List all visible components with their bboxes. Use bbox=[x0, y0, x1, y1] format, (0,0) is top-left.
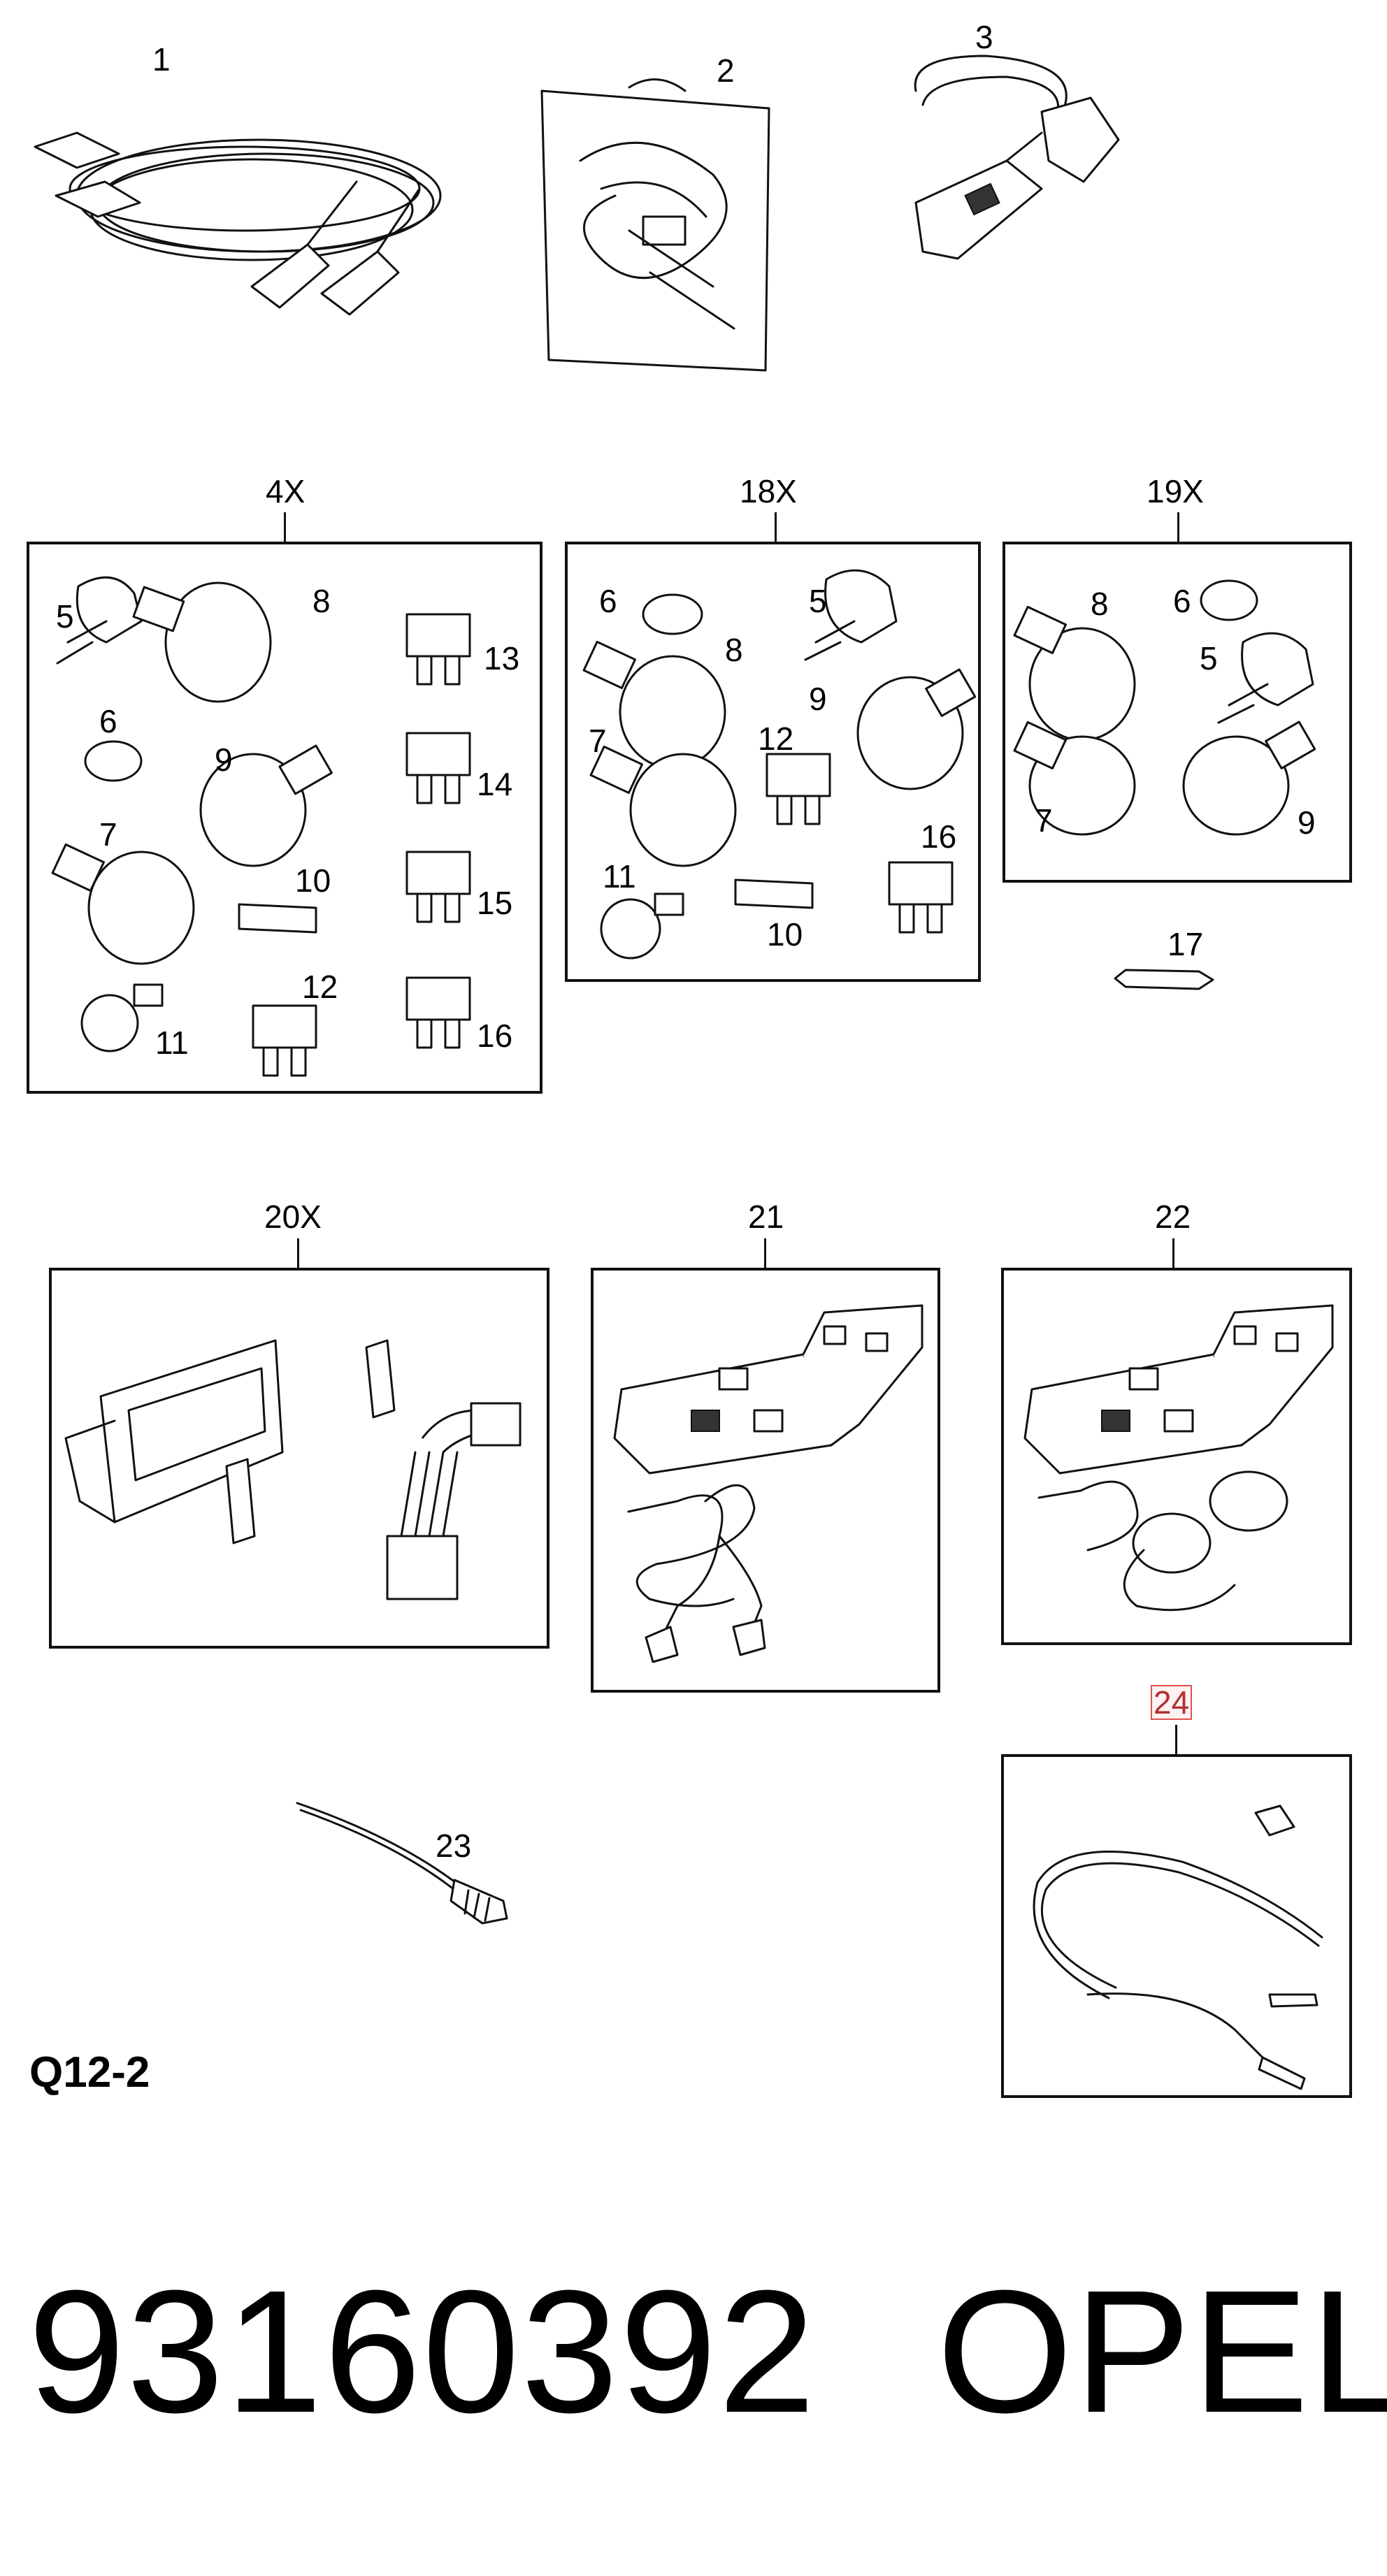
part-9-label[interactable]: 9 bbox=[809, 681, 827, 717]
part-5-label[interactable]: 5 bbox=[809, 583, 827, 619]
bag-kit-illustration bbox=[538, 77, 776, 370]
part-6-label[interactable]: 6 bbox=[599, 583, 617, 619]
part-5-label[interactable]: 5 bbox=[56, 598, 74, 635]
group-4x-box[interactable]: 5 8 13 6 9 14 7 10 15 11 12 16 bbox=[27, 542, 542, 1094]
headphones-kit-22-illustration bbox=[1004, 1271, 1349, 1642]
brand-name: OPEL bbox=[937, 2254, 1387, 2449]
part-6-label[interactable]: 6 bbox=[1173, 583, 1191, 619]
part-8-label[interactable]: 8 bbox=[1091, 586, 1109, 622]
group-24-leader bbox=[1175, 1725, 1177, 1754]
part-9-label[interactable]: 9 bbox=[1298, 804, 1316, 841]
item-23-label[interactable]: 23 bbox=[436, 1828, 472, 1864]
group-22-box[interactable] bbox=[1001, 1268, 1352, 1645]
part-5-label[interactable]: 5 bbox=[1200, 640, 1218, 676]
group-21-leader bbox=[764, 1238, 766, 1268]
item-1-label[interactable]: 1 bbox=[152, 41, 171, 78]
item-2-label[interactable]: 2 bbox=[717, 52, 735, 89]
group-18x-parts-illustration bbox=[568, 544, 978, 979]
group-21-label[interactable]: 21 bbox=[748, 1199, 784, 1235]
group-18x-box[interactable]: 6 5 8 7 9 12 11 16 10 bbox=[565, 542, 981, 982]
section-code: Q12-2 bbox=[29, 2048, 150, 2097]
antenna-cable-23-illustration bbox=[294, 1789, 531, 1929]
reversing-aid-illustration bbox=[902, 49, 1133, 273]
part-16-label[interactable]: 16 bbox=[921, 818, 957, 855]
group-19x-label[interactable]: 19X bbox=[1147, 473, 1204, 509]
part-6-label[interactable]: 6 bbox=[99, 703, 117, 739]
part-7-label[interactable]: 7 bbox=[99, 816, 117, 853]
part-13-label[interactable]: 13 bbox=[484, 640, 520, 676]
item-3-label[interactable]: 3 bbox=[975, 19, 993, 55]
part-7-label[interactable]: 7 bbox=[1035, 802, 1053, 839]
part-10-label[interactable]: 10 bbox=[767, 916, 803, 953]
part-7-label[interactable]: 7 bbox=[589, 723, 607, 759]
part-16-label[interactable]: 16 bbox=[477, 1018, 513, 1054]
group-24-label[interactable]: 24 bbox=[1150, 1684, 1193, 1721]
group-20x-box[interactable] bbox=[49, 1268, 549, 1649]
part-8-label[interactable]: 8 bbox=[725, 632, 743, 668]
group-22-leader bbox=[1172, 1238, 1174, 1268]
part-number: 93160392 bbox=[28, 2254, 817, 2449]
group-18x-label[interactable]: 18X bbox=[740, 473, 797, 509]
group-18x-leader bbox=[775, 512, 777, 542]
part-12-label[interactable]: 12 bbox=[302, 969, 338, 1005]
part-12-label[interactable]: 12 bbox=[758, 721, 794, 757]
group-21-box[interactable] bbox=[591, 1268, 940, 1693]
part-9-label[interactable]: 9 bbox=[215, 741, 233, 778]
part-14-label[interactable]: 14 bbox=[477, 766, 513, 802]
item-17-label[interactable]: 17 bbox=[1167, 926, 1204, 962]
group-20x-leader bbox=[297, 1238, 299, 1268]
group-4x-label[interactable]: 4X bbox=[266, 473, 306, 509]
part-15-label[interactable]: 15 bbox=[477, 885, 513, 921]
jumper-cables-illustration bbox=[28, 105, 447, 328]
part-11-label[interactable]: 11 bbox=[603, 858, 636, 895]
part-11-label[interactable]: 11 bbox=[155, 1025, 189, 1061]
group-19x-parts-illustration bbox=[1005, 544, 1349, 880]
radio-mount-kit-illustration bbox=[52, 1271, 547, 1646]
group-22-label[interactable]: 22 bbox=[1155, 1199, 1191, 1235]
audio-cable-24-illustration bbox=[1004, 1757, 1349, 2095]
group-4x-parts-illustration bbox=[29, 544, 540, 1091]
group-20x-label[interactable]: 20X bbox=[264, 1199, 322, 1235]
part-8-label[interactable]: 8 bbox=[312, 583, 331, 619]
group-24-box[interactable] bbox=[1001, 1754, 1352, 2098]
group-19x-box[interactable]: 8 6 5 7 9 bbox=[1002, 542, 1352, 883]
headphones-kit-21-illustration bbox=[594, 1271, 937, 1690]
festoon-bulb-17-illustration bbox=[1112, 957, 1216, 999]
group-4x-leader bbox=[284, 512, 286, 542]
part-10-label[interactable]: 10 bbox=[295, 862, 331, 899]
group-19x-leader bbox=[1177, 512, 1179, 542]
